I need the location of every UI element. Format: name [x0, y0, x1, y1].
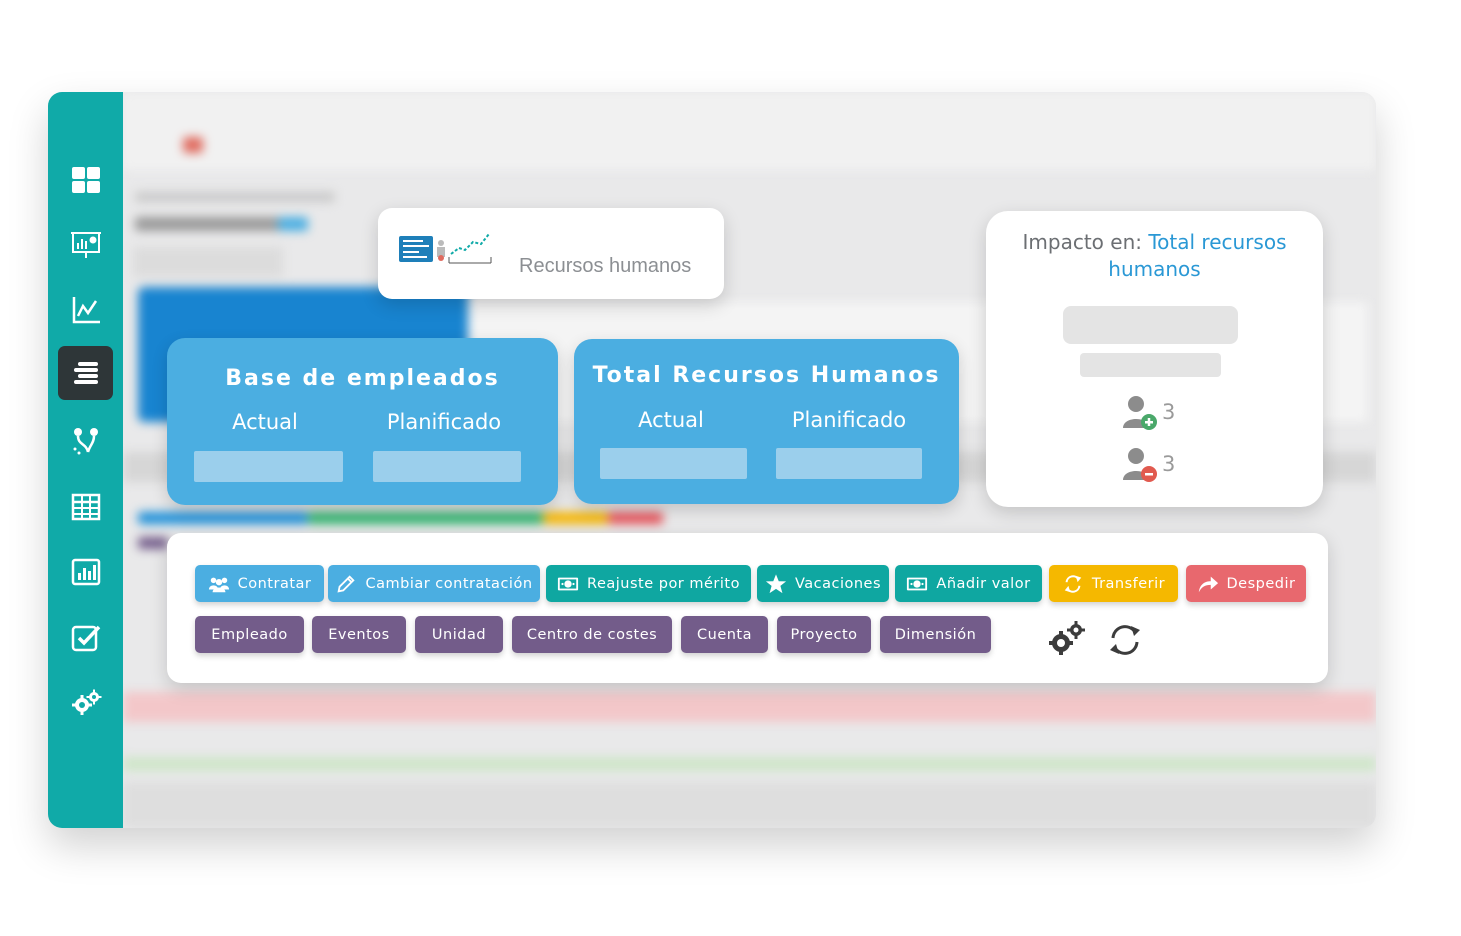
nav-stack[interactable]: [58, 346, 113, 400]
user-add-icon: [1123, 396, 1157, 430]
dimension-cost-center-button[interactable]: Centro de costes: [512, 616, 672, 653]
impact-added-row: 3: [1120, 392, 1175, 432]
kpi-planned-label: Planificado: [386, 410, 502, 434]
hr-planning-logo: [399, 233, 492, 264]
nav-settings[interactable]: [58, 676, 113, 730]
impact-prefix: Impacto en:: [1022, 230, 1149, 254]
dimension-events-button[interactable]: Eventos: [312, 616, 406, 653]
bar-report-icon: [71, 558, 100, 586]
nav-presentation[interactable]: [58, 218, 113, 272]
dismiss-button[interactable]: Despedir: [1186, 565, 1306, 602]
kpi-actual-label: Actual: [638, 408, 704, 432]
impact-added-count: 3: [1162, 400, 1176, 424]
vacation-label: Vacaciones: [794, 575, 882, 592]
nav-dashboard[interactable]: [58, 153, 113, 207]
nav-table[interactable]: [58, 480, 113, 534]
change-hire-button[interactable]: Cambiar contratación: [328, 565, 540, 602]
change-hire-label: Cambiar contratación: [365, 575, 533, 592]
gears-icon[interactable]: [1047, 619, 1087, 659]
impact-card: Impacto en: Total recursos humanos 3 3: [986, 211, 1323, 507]
add-value-button[interactable]: Añadir valor: [895, 565, 1042, 602]
dismiss-label: Despedir: [1226, 575, 1296, 592]
actions-panel: Contratar Cambiar contratación Reajuste …: [167, 533, 1328, 683]
merit-adjust-label: Reajuste por mérito: [587, 575, 740, 592]
impact-title: Impacto en: Total recursos humanos: [986, 229, 1323, 283]
dimension-project-button[interactable]: Proyecto: [777, 616, 871, 653]
nav-branch[interactable]: [58, 414, 113, 468]
kpi-planned-value-bar: [776, 448, 922, 479]
star-icon: [765, 573, 787, 593]
impact-value-placeholder: [1063, 306, 1238, 344]
presentation-icon: [70, 232, 101, 258]
kpi-planned-label: Planificado: [791, 408, 907, 432]
sync-icon: [1064, 574, 1082, 593]
kpi-title: Base de empleados: [225, 366, 500, 391]
merit-adjust-button[interactable]: Reajuste por mérito: [546, 565, 751, 602]
stack-icon: [73, 362, 98, 384]
checklist-icon: [71, 625, 100, 652]
branch-icon: [73, 428, 98, 455]
table-icon: [71, 493, 100, 521]
impact-subvalue-placeholder: [1080, 353, 1221, 377]
dashboard-icon: [71, 167, 100, 193]
module-title-card: Recursos humanos: [378, 208, 724, 299]
kpi-actual-label: Actual: [232, 410, 298, 434]
kpi-actual-value-bar: [600, 448, 747, 479]
hire-button[interactable]: Contratar: [195, 565, 324, 602]
dimension-account-button[interactable]: Cuenta: [681, 616, 768, 653]
module-title: Recursos humanos: [519, 255, 692, 277]
users-icon: [208, 577, 229, 592]
add-value-label: Añadir valor: [936, 575, 1031, 592]
impact-target-link[interactable]: Total recursos humanos: [1108, 230, 1287, 281]
sidebar: [48, 92, 123, 828]
transfer-button[interactable]: Transferir: [1049, 565, 1178, 602]
kpi-title: Total Recursos Humanos: [592, 363, 941, 388]
transfer-label: Transferir: [1091, 575, 1166, 592]
money-icon: [907, 577, 928, 590]
hire-label: Contratar: [237, 575, 312, 592]
refresh-icon[interactable]: [1105, 620, 1145, 660]
kpi-employee-base: Base de empleados Actual Planificado: [167, 338, 558, 505]
kpi-planned-value-bar: [373, 451, 521, 482]
user-remove-icon: [1123, 448, 1157, 482]
nav-line-chart[interactable]: [58, 283, 113, 337]
share-arrow-icon: [1198, 576, 1218, 592]
vacation-button[interactable]: Vacaciones: [757, 565, 889, 602]
kpi-total-hr: Total Recursos Humanos Actual Planificad…: [574, 339, 959, 504]
impact-removed-count: 3: [1162, 452, 1176, 476]
nav-bar-report[interactable]: [58, 545, 113, 599]
impact-removed-row: 3: [1120, 444, 1175, 484]
line-chart-icon: [72, 297, 100, 324]
nav-checklist[interactable]: [58, 611, 113, 665]
pencil-icon: [337, 574, 356, 593]
dimension-employee-button[interactable]: Empleado: [195, 616, 304, 653]
settings-icon: [71, 689, 101, 715]
kpi-actual-value-bar: [194, 451, 343, 482]
dimension-unit-button[interactable]: Unidad: [415, 616, 503, 653]
money-icon: [557, 577, 579, 590]
dimension-dimension-button[interactable]: Dimensión: [880, 616, 991, 653]
